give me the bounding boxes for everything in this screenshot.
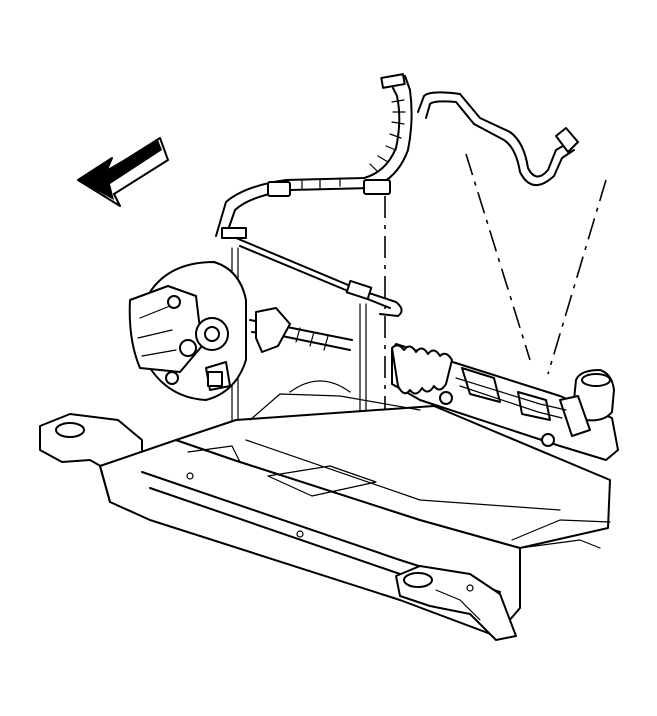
knuckle-and-brake-caliper <box>128 261 247 401</box>
steering-gear-rack <box>249 307 619 461</box>
leader-lines <box>465 153 607 375</box>
direction-arrow-icon <box>77 137 169 207</box>
power-steering-hoses <box>215 73 579 317</box>
front-suspension-crossmember <box>39 380 611 641</box>
